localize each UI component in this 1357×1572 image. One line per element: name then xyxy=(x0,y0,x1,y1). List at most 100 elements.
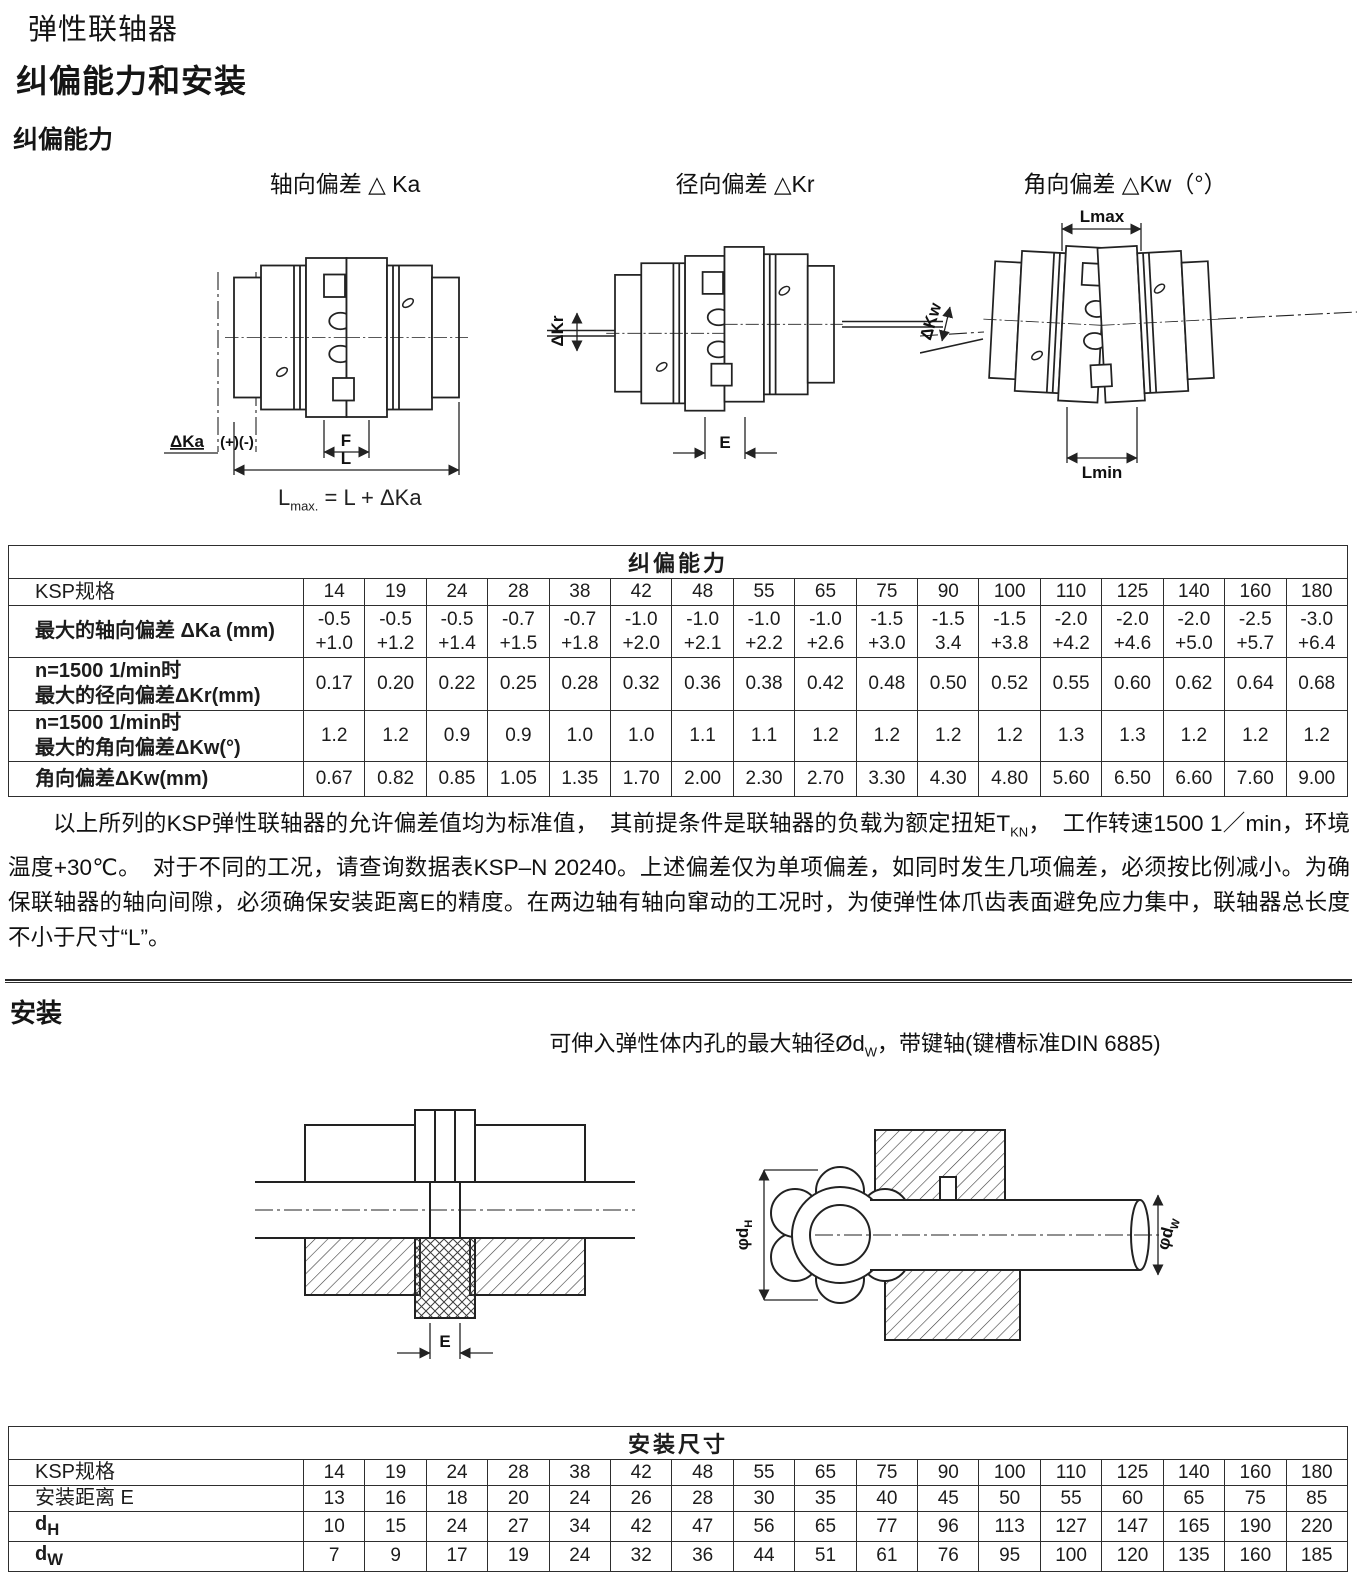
table-cell: 0.32 xyxy=(610,657,673,711)
caption-text-1: 可伸入弹性体内孔的最大轴径Ød xyxy=(549,1031,865,1056)
table-cell: 42 xyxy=(610,578,673,606)
table-cell: 1.70 xyxy=(610,761,673,797)
dim-label-lmax: Lmax xyxy=(1080,207,1125,226)
table-cell: -0.5 +1.0 xyxy=(302,605,366,658)
table-cell: 0.28 xyxy=(548,657,612,711)
table-cell: 16 xyxy=(364,1485,427,1512)
table-cell: 125 xyxy=(1101,1459,1164,1486)
table-cell: 34 xyxy=(548,1511,612,1542)
table-cell: 85 xyxy=(1285,1485,1348,1512)
table-cell: 1.2 xyxy=(1285,710,1348,762)
table-cell: 90 xyxy=(917,1459,980,1486)
page-title: 弹性联轴器 xyxy=(28,14,179,46)
angular-deviation-diagram: ΔKw Lmax Lmin xyxy=(920,207,1357,482)
table-cell: 100 xyxy=(978,578,1041,606)
table-cell: 0.9 xyxy=(425,710,489,762)
table-cell: -1.5 3.4 xyxy=(917,605,980,658)
table-cell: 24 xyxy=(425,578,489,606)
install-spider-diagram: φdH φdW xyxy=(733,1129,1180,1341)
row-label-dh: dH xyxy=(8,1511,304,1542)
table-cell: 0.52 xyxy=(978,657,1041,711)
dim-label-f: F xyxy=(341,431,351,450)
table-cell: 20 xyxy=(487,1485,550,1512)
table-cell: 147 xyxy=(1101,1511,1164,1542)
table-cell: 2.00 xyxy=(671,761,734,797)
table-cell: 100 xyxy=(978,1459,1041,1486)
table-cell: 0.60 xyxy=(1101,657,1164,711)
table-cell: 1.1 xyxy=(671,710,734,762)
row-label-radial-deviation: n=1500 1/min时 最大的径向偏差ΔKr(mm) xyxy=(8,657,304,711)
table-cell: -0.7 +1.5 xyxy=(487,605,550,658)
caption-subscript: W xyxy=(864,1044,878,1060)
table-cell: 0.42 xyxy=(794,657,857,711)
table-cell: 15 xyxy=(364,1511,427,1542)
dim-label-e: E xyxy=(719,433,730,452)
table-cell: 4.80 xyxy=(978,761,1041,797)
row-label-ksp-size: KSP规格 xyxy=(8,1459,304,1486)
table-cell: 6.60 xyxy=(1162,761,1226,797)
row-label-install-distance-e: 安装距离 E xyxy=(8,1485,304,1512)
dim-label-dkw: ΔKw xyxy=(920,300,946,342)
table-cell: 1.1 xyxy=(732,710,796,762)
table-cell: 1.2 xyxy=(1162,710,1226,762)
table-cell: 0.82 xyxy=(364,761,427,797)
axial-deviation-title: 轴向偏差 △ Ka xyxy=(269,171,421,197)
table-cell: 13 xyxy=(302,1485,366,1512)
row-label-angular-deviation-deg: n=1500 1/min时 最大的角向偏差ΔKw(°) xyxy=(8,710,304,762)
table-cell: 18 xyxy=(425,1485,489,1512)
table-cell: 0.36 xyxy=(671,657,734,711)
table-cell: 50 xyxy=(978,1485,1041,1512)
table-row: 最大的轴向偏差 ΔKa (mm) -0.5 +1.0-0.5 +1.2-0.5 … xyxy=(8,605,1348,658)
table-cell: 55 xyxy=(732,578,796,606)
table-cell: -1.5 +3.0 xyxy=(855,605,919,658)
table-cell: 0.38 xyxy=(732,657,796,711)
table-cell: 40 xyxy=(855,1485,919,1512)
table-cell: 14 xyxy=(302,578,366,606)
axial-deviation-diagram: ΔKa (+)(-) F L xyxy=(164,257,469,476)
table-cell: 30 xyxy=(732,1485,796,1512)
paragraph-text-2: ， 工作转速1500 1／min，环境温度+30℃。 对于不同的工况，请查询数据… xyxy=(8,811,1350,950)
table2-title: 安装尺寸 xyxy=(8,1426,1348,1460)
table-cell: 0.62 xyxy=(1162,657,1226,711)
table-cell: 125 xyxy=(1101,578,1164,606)
section-divider xyxy=(5,979,1352,983)
table-cell: 180 xyxy=(1285,1459,1348,1486)
table-cell: 1.2 xyxy=(978,710,1041,762)
table-cell: -2.0 +5.0 xyxy=(1162,605,1226,658)
table-cell: 1.0 xyxy=(610,710,673,762)
table-cell: 32 xyxy=(610,1540,673,1572)
table-cell: 28 xyxy=(487,578,550,606)
table-cell: 1.05 xyxy=(487,761,550,797)
table-cell: 75 xyxy=(855,1459,919,1486)
table-cell: 0.68 xyxy=(1285,657,1348,711)
table-cell: 24 xyxy=(425,1459,489,1486)
table-cell: 24 xyxy=(425,1511,489,1542)
dim-label-dka: ΔKa xyxy=(170,432,204,451)
table-cell: 6.50 xyxy=(1101,761,1164,797)
table-cell: 2.70 xyxy=(794,761,857,797)
table-cell: 0.50 xyxy=(917,657,980,711)
radial-deviation-diagram: ΔKr E xyxy=(547,246,943,459)
table1-title: 纠偏能力 xyxy=(8,545,1348,579)
dim-label-phi-dh: φdH xyxy=(733,1220,755,1251)
table-cell: 160 xyxy=(1224,1459,1287,1486)
table-cell: 0.48 xyxy=(855,657,919,711)
table-cell: 1.3 xyxy=(1101,710,1164,762)
dim-label-phi-dw: φdW xyxy=(1153,1215,1180,1253)
table-cell: 160 xyxy=(1224,578,1287,606)
table-cell: 0.25 xyxy=(487,657,550,711)
table-cell: 165 xyxy=(1162,1511,1226,1542)
table-cell: 140 xyxy=(1162,578,1226,606)
table-cell: 55 xyxy=(1039,1485,1103,1512)
section-install-heading: 安装 xyxy=(10,998,63,1028)
table-cell: 90 xyxy=(917,578,980,606)
table-cell: 1.35 xyxy=(548,761,612,797)
table-cell: 110 xyxy=(1039,1459,1103,1486)
dim-label-dkr: ΔKr xyxy=(548,315,567,346)
table-cell: 2.30 xyxy=(732,761,796,797)
paragraph-text-1: 以上所列的KSP弹性联轴器的允许偏差值均为标准值， 其前提条件是联轴器的负载为额… xyxy=(53,811,1011,836)
